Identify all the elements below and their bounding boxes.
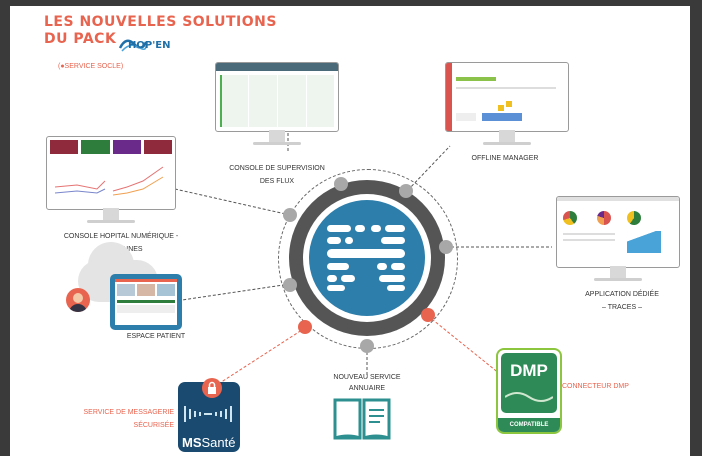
patient-tablet: [110, 274, 182, 330]
slide: LES NOUVELLES SOLUTIONS DU PACK HOP'EN (…: [10, 6, 690, 456]
application-traces-monitor: [556, 196, 680, 284]
service-dot-messagerie: [298, 320, 312, 334]
lock-badge: [202, 378, 222, 398]
connecteur-dmp-label: CONNECTEUR DMP: [562, 383, 629, 390]
service-dot-patient: [283, 278, 297, 292]
application-traces-label: APPLICATION DÉDIÉE – TRACES –: [585, 291, 659, 311]
offline-manager-monitor: [445, 62, 569, 146]
offline-manager-label: OFFLINE MANAGER: [471, 155, 539, 162]
supervision-monitor: [215, 62, 339, 146]
annuaire-label: NOUVEAU SERVICE ANNUAIRE: [333, 374, 401, 392]
service-dot-dmp: [421, 308, 435, 322]
line-patient: [181, 283, 291, 301]
dmp-wave-icon: [505, 392, 553, 402]
line-console: [174, 188, 291, 216]
console-hopital-monitor: [46, 136, 176, 226]
annuaire-book-icon: [333, 398, 391, 440]
service-dot-console: [283, 208, 297, 222]
brand-logo: HOP'EN: [128, 40, 171, 51]
messagerie-label: SERVICE DE MESSAGERIE SÉCURISÉE: [83, 409, 174, 429]
service-dot-supervision: [334, 177, 348, 191]
supervision-label: CONSOLE DE SUPERVISION DES FLUX: [229, 165, 325, 185]
espace-patient-label: ESPACE PATIENT: [126, 333, 186, 340]
service-dot-annuaire: [360, 339, 374, 353]
patient-avatar: [66, 288, 90, 312]
page-title: LES NOUVELLES SOLUTIONS DU PACK: [44, 14, 277, 47]
line-dmp: [427, 315, 501, 375]
service-dot-application: [439, 240, 453, 254]
signal-bars-icon: [184, 406, 232, 422]
service-dot-offline: [399, 184, 413, 198]
legend-service-socle: (●SERVICE SOCLE): [58, 63, 124, 70]
dmp-logo: DMP COMPATIBLE: [496, 348, 562, 434]
hopen-wave-icon: [118, 39, 148, 52]
hopen-h-logo-icon: [327, 225, 405, 291]
lock-icon: [208, 381, 216, 394]
